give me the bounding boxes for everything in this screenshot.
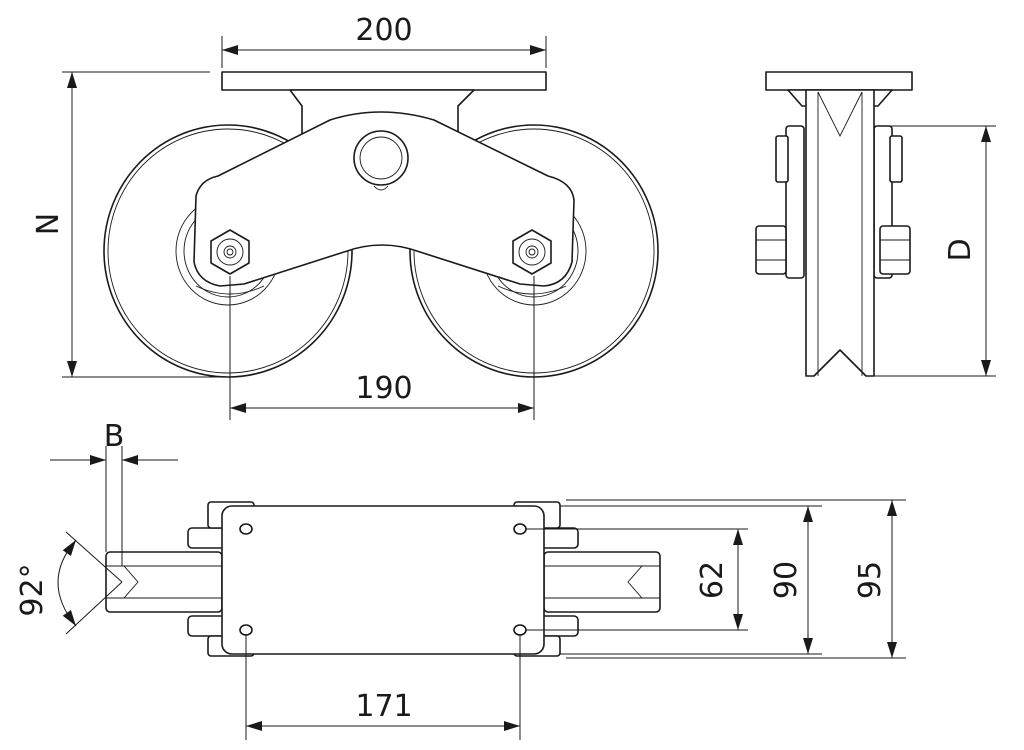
dimension-190: 190 [229,276,535,420]
dimension-62: 62 [526,528,748,631]
dim-label-200: 200 [355,13,412,48]
dim-label-171: 171 [355,689,412,724]
right-axle-nut [512,229,552,275]
bogie-arm [193,111,575,287]
dimension-200: 200 [221,13,547,68]
dimension-D: D [874,125,996,377]
side-wheel [805,89,875,377]
front-view [103,71,659,378]
dim-label-190: 190 [355,371,412,406]
left-axle-nut [210,229,250,275]
dim-label-90: 90 [769,561,804,599]
dim-label-D: D [943,238,978,261]
dimension-171: 171 [245,634,521,740]
dim-label-92: 92° [15,563,50,616]
dimension-N: N [31,71,228,378]
dimension-B: B [50,419,178,566]
side-view [755,71,913,377]
dim-label-B: B [104,419,125,454]
pivot-pin [353,130,409,186]
dimension-angle: 92° [15,531,123,635]
dim-label-N: N [31,213,66,235]
dimension-90: 90 [560,505,822,655]
top-plate [221,71,547,91]
dimension-95: 95 [566,499,906,659]
dim-label-62: 62 [695,561,730,599]
top-view [105,501,661,657]
dim-label-95: 95 [853,561,888,599]
mounting-plate-top [221,505,545,655]
